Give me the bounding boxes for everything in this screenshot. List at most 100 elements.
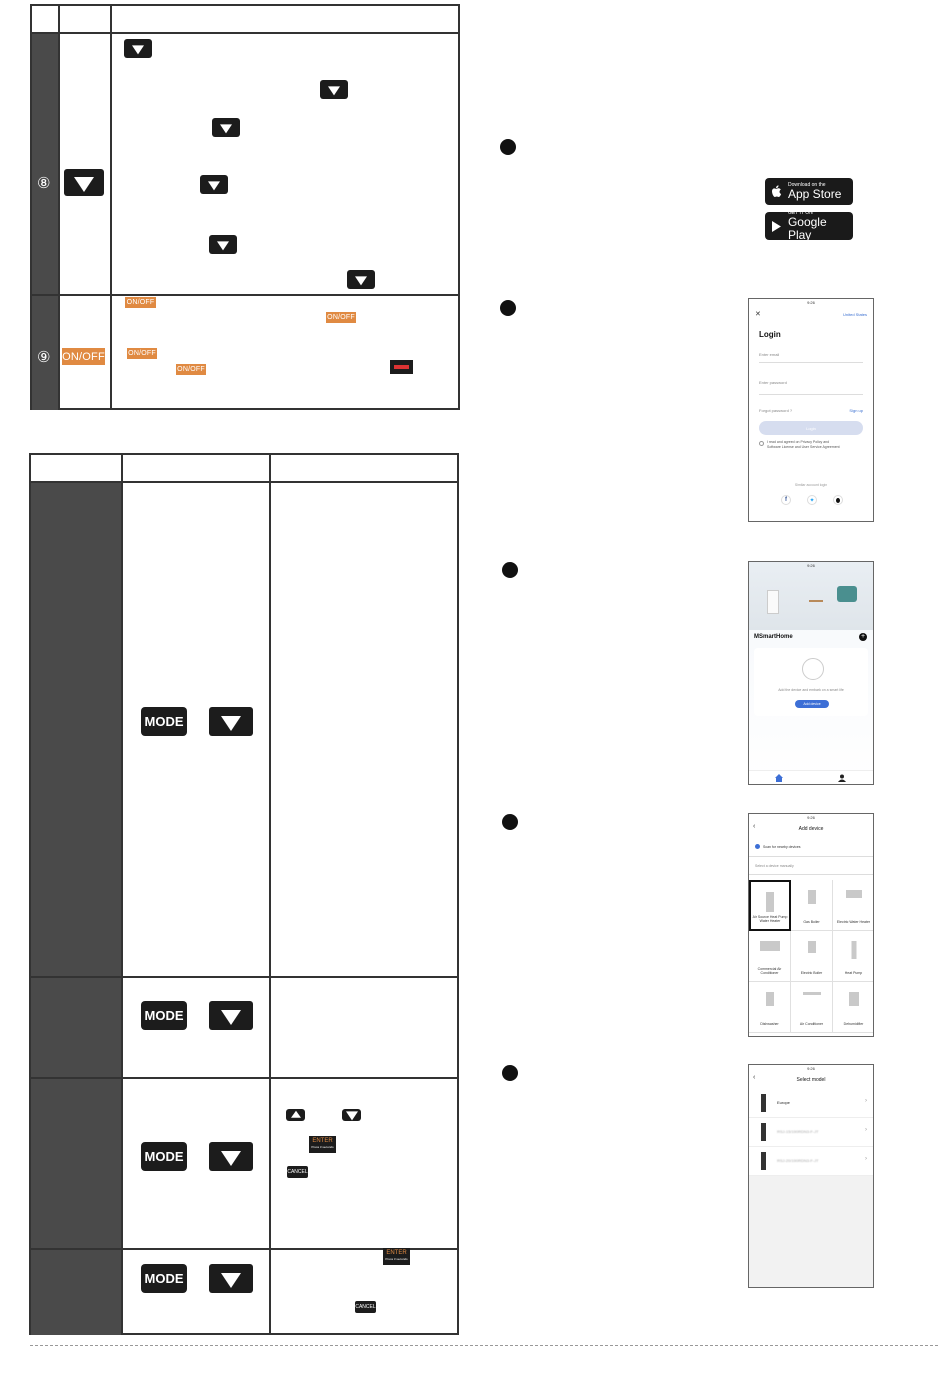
forgot-password-link[interactable]: Forgot password ? <box>759 408 793 413</box>
apple-login-icon[interactable] <box>833 495 843 505</box>
model-name: RSJ-20/190RDN3-F-JT <box>777 1158 819 1163</box>
social-login-label: Similar account login <box>794 483 828 487</box>
step-bullet <box>500 300 516 316</box>
agree-text-2: Software License and User Service Agreem… <box>767 445 840 449</box>
select-model-title: Select model <box>796 1077 826 1083</box>
region-link[interactable]: United States <box>842 312 867 317</box>
add-icon[interactable]: + <box>859 633 867 641</box>
back-icon[interactable]: ‹ <box>753 1074 756 1081</box>
onoff-key-icon: ON/OFF <box>176 364 206 375</box>
device-type-option[interactable]: Dehumidifier <box>833 982 873 1033</box>
down-key-icon <box>209 1142 253 1171</box>
bottom-nav <box>749 770 873 784</box>
model-name: Europe <box>777 1100 790 1105</box>
facebook-icon[interactable]: f <box>781 495 791 505</box>
signup-link[interactable]: Sign up <box>849 408 863 413</box>
row-9-number: ⑨ <box>37 348 51 366</box>
footer-divider <box>30 1345 938 1346</box>
device-type-option[interactable]: Electric Water Heater <box>833 880 873 931</box>
empty-text: Add the device and embark on a smart lif… <box>778 688 844 692</box>
key-function-table-1: ⑧ ⑨ <box>30 4 460 410</box>
login-screen: 9:26 ✕ United States Login Enter email E… <box>748 298 874 522</box>
agree-checkbox[interactable] <box>759 441 764 446</box>
function-name-column <box>31 482 121 1335</box>
onoff-key-icon: ON/OFF <box>62 348 105 365</box>
step-bullet <box>502 1065 518 1081</box>
device-label: Air Conditioner <box>799 1022 824 1026</box>
model-row[interactable]: RSJ-15/190RDN3-F-JT › <box>749 1118 873 1147</box>
home-name: MSmartHome <box>754 634 793 640</box>
close-icon[interactable]: ✕ <box>755 311 761 318</box>
down-key-icon <box>209 1001 253 1030</box>
device-type-option[interactable]: Gas Boiler <box>791 880 833 931</box>
device-image <box>807 941 816 953</box>
row-8-number: ⑧ <box>37 174 51 192</box>
down-key-icon <box>200 175 228 194</box>
chevron-right-icon: › <box>865 1127 867 1133</box>
email-field[interactable]: Enter email <box>759 352 780 357</box>
profile-icon[interactable] <box>838 774 846 782</box>
device-type-option[interactable]: Heat Pump <box>833 931 873 982</box>
cancel-key-icon: CANCEL <box>287 1166 308 1178</box>
scan-link[interactable]: Scan for nearby devices <box>763 845 801 849</box>
device-label: Dishwasher <box>760 1022 779 1026</box>
device-type-option[interactable]: Air Conditioner <box>791 982 833 1033</box>
room-banner <box>749 562 873 630</box>
model-image <box>761 1123 766 1141</box>
device-type-option[interactable]: Air Source Heat Pump Water Heater <box>749 880 791 931</box>
device-image <box>845 890 862 898</box>
device-label: Air Source Heat Pump Water Heater <box>752 915 788 923</box>
onoff-key-icon: ON/OFF <box>127 348 157 359</box>
device-placeholder-icon <box>802 658 824 680</box>
password-field[interactable]: Enter password <box>759 380 787 385</box>
mode-key-icon: MODE <box>141 1142 187 1171</box>
device-label: Electric Water Heater <box>836 920 871 924</box>
display-indicator-icon <box>390 360 413 374</box>
device-type-option[interactable]: Dishwasher <box>749 982 791 1033</box>
add-device-screen: 9:26 ‹ Add device Scan for nearby device… <box>748 813 874 1037</box>
twitter-icon[interactable]: ✦ <box>807 495 817 505</box>
chair-image <box>837 586 857 602</box>
model-row[interactable]: Europe › <box>749 1089 873 1118</box>
device-label: Gas Boiler <box>803 920 820 924</box>
key-function-table-2 <box>29 453 459 1335</box>
step-bullet <box>502 562 518 578</box>
add-device-button[interactable]: Add device <box>795 700 829 708</box>
device-label: Heat Pump <box>844 971 863 975</box>
chevron-right-icon: › <box>865 1156 867 1162</box>
cancel-key-icon: CANCEL <box>355 1301 376 1313</box>
down-key-icon <box>124 39 152 58</box>
play-icon <box>771 220 781 232</box>
down-key-icon <box>320 80 348 99</box>
down-key-icon <box>209 1264 253 1293</box>
device-image <box>765 992 774 1006</box>
back-icon[interactable]: ‹ <box>753 823 756 830</box>
login-button[interactable]: Login <box>759 421 863 435</box>
home-screen: 9:26 MSmartHome + Add the device and emb… <box>748 561 874 785</box>
device-label: Commercial Air Conditioner <box>757 967 782 975</box>
device-image <box>802 992 821 995</box>
select-model-screen: 9:26 ‹ Select model Europe›RSJ-15/190RDN… <box>748 1064 874 1288</box>
down-key-icon <box>64 169 104 196</box>
device-image <box>759 941 780 951</box>
model-row[interactable]: RSJ-20/190RDN3-F-JT › <box>749 1147 873 1176</box>
model-image <box>761 1152 766 1170</box>
down-key-icon <box>342 1109 361 1121</box>
step-bullet <box>500 139 516 155</box>
scan-icon <box>755 844 760 849</box>
device-type-option[interactable]: Commercial Air Conditioner <box>749 931 791 982</box>
model-name: RSJ-15/190RDN3-F-JT <box>777 1129 819 1134</box>
mode-key-icon: MODE <box>141 1001 187 1030</box>
home-icon[interactable] <box>775 774 783 782</box>
row-number-column <box>32 33 58 410</box>
air-purifier-image <box>767 590 779 614</box>
chevron-right-icon: › <box>865 1098 867 1104</box>
device-type-option[interactable]: Electric Boiler <box>791 931 833 982</box>
device-image <box>766 892 774 912</box>
onoff-key-icon: ON/OFF <box>326 312 356 323</box>
up-key-icon <box>286 1109 305 1121</box>
